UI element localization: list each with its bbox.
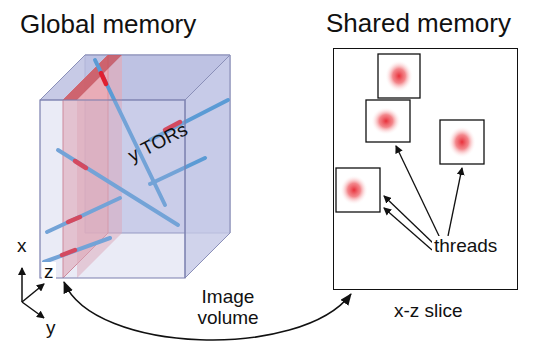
heading: Global memory bbox=[20, 10, 196, 39]
front-face bbox=[40, 100, 185, 278]
volume-label: Image volume bbox=[185, 287, 271, 329]
axis-label: x bbox=[15, 236, 29, 257]
threads-label: threads bbox=[432, 236, 499, 257]
right-face bbox=[185, 55, 230, 278]
global-memory-volume: Global memoryImage volume bbox=[40, 55, 230, 278]
axis-label: z bbox=[42, 262, 56, 283]
thread-squares bbox=[336, 54, 484, 212]
heading: Shared memory bbox=[326, 9, 511, 38]
slice-label: x-z slice bbox=[392, 301, 465, 322]
image-volume-cube bbox=[40, 55, 230, 278]
axes bbox=[22, 268, 44, 318]
axis-label: y bbox=[44, 318, 58, 339]
thread-leaders bbox=[384, 146, 462, 250]
transfer-arrow bbox=[64, 282, 351, 340]
tor-label: y TORs bbox=[123, 118, 193, 167]
